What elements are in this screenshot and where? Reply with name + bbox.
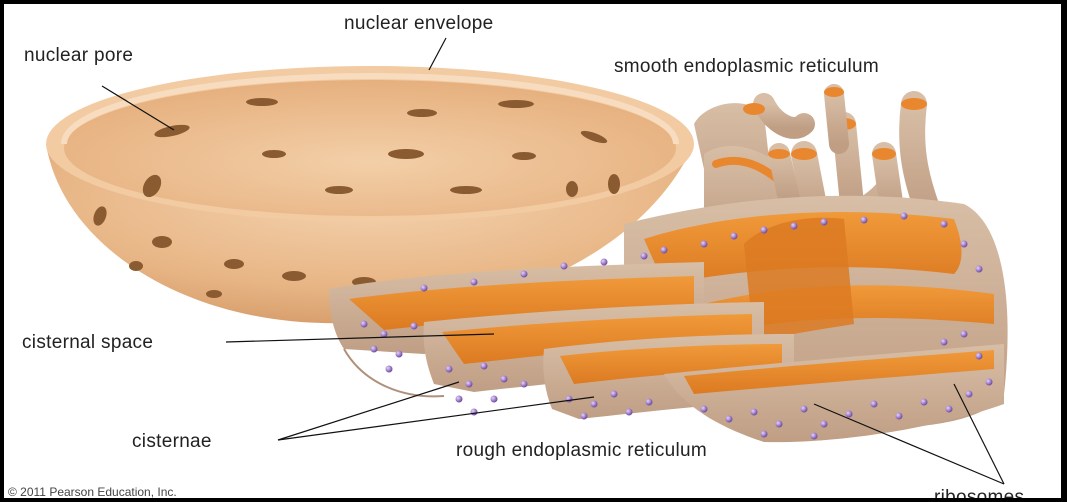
label-nuclear-pore: nuclear pore xyxy=(24,45,133,66)
label-smooth-er: smooth endoplasmic reticulum xyxy=(614,56,879,77)
label-rough-er: rough endoplasmic reticulum xyxy=(456,440,707,461)
label-nuclear-envelope: nuclear envelope xyxy=(344,13,494,34)
copyright-credit: © 2011 Pearson Education, Inc. xyxy=(8,485,177,498)
label-cisternal-space: cisternal space xyxy=(22,332,153,353)
label-ribosomes: ribosomes xyxy=(934,487,1024,498)
er-diagram: nuclear envelope nuclear pore smooth end… xyxy=(4,4,1061,498)
label-cisternae: cisternae xyxy=(132,431,212,452)
diagram-frame: nuclear envelope nuclear pore smooth end… xyxy=(4,4,1061,498)
